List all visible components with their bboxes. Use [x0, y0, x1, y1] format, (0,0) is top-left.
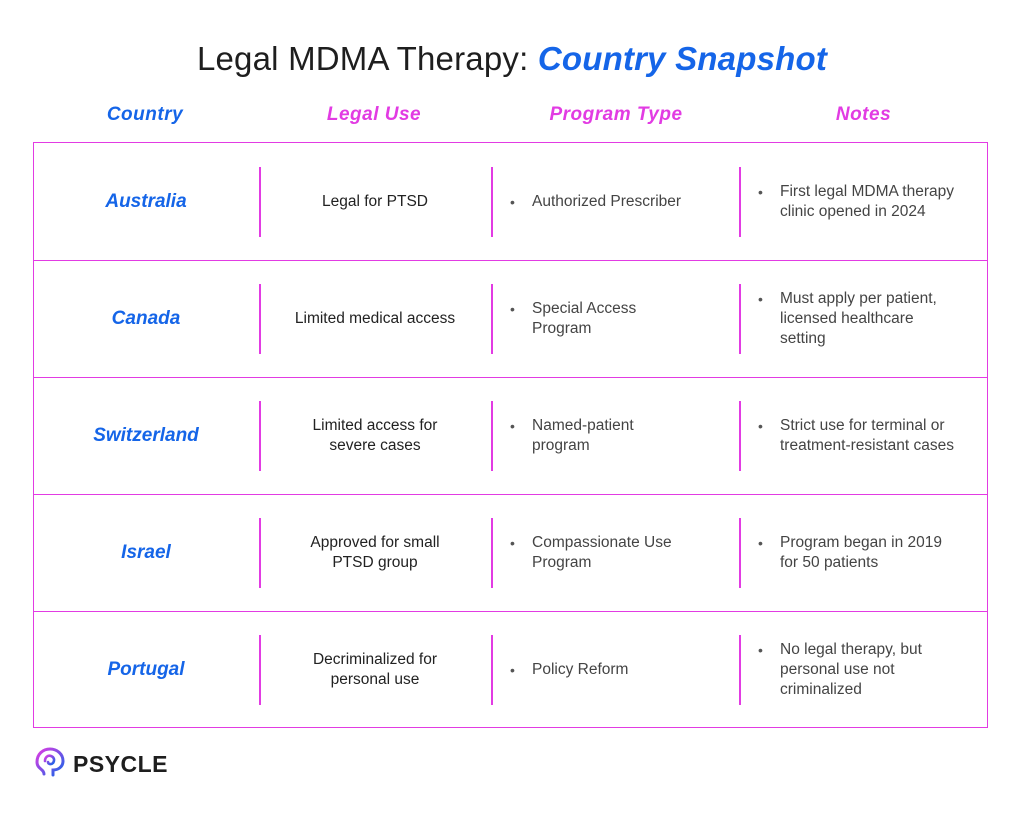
program-type-text: Policy Reform — [532, 660, 629, 678]
table-row: Switzerland Limited access for severe ca… — [34, 377, 987, 495]
column-divider — [259, 284, 261, 354]
column-divider — [259, 635, 261, 705]
bullet-icon: • — [758, 290, 763, 307]
country-cell: Portugal — [107, 658, 185, 680]
program-type-text: Named-patient program — [532, 416, 634, 454]
legal-use-cell: Legal for PTSD — [260, 143, 490, 260]
country-cell: Switzerland — [93, 424, 199, 446]
column-divider — [491, 401, 493, 471]
bullet-icon: • — [510, 193, 515, 210]
legal-use-text: Legal for PTSD — [322, 192, 428, 210]
column-divider — [259, 518, 261, 588]
column-divider — [491, 518, 493, 588]
bullet-icon: • — [758, 641, 763, 658]
program-type-text: Authorized Prescriber — [532, 192, 682, 210]
column-divider — [739, 518, 741, 588]
column-divider — [491, 167, 493, 237]
column-divider — [739, 635, 741, 705]
notes-cell: • Strict use for terminal or treatment-re… — [758, 377, 984, 494]
column-divider — [739, 284, 741, 354]
legal-use-cell: Approved for small PTSD group — [260, 494, 490, 611]
legal-use-cell: Decriminalized for personal use — [260, 611, 490, 728]
brain-logo-icon — [33, 745, 67, 784]
header-notes: Notes — [835, 104, 892, 125]
bullet-icon: • — [510, 534, 515, 551]
notes-cell: • No legal therapy, but personal use not … — [758, 611, 984, 728]
table-header: Country Legal Use Program Type Notes — [33, 104, 988, 134]
legal-use-text: Limited medical access — [294, 309, 456, 327]
notes-text: No legal therapy, but personal use not c… — [780, 640, 922, 698]
program-type-cell: • Authorized Prescriber — [510, 143, 735, 260]
program-type-cell: • Compassionate Use Program — [510, 494, 735, 611]
psycle-logo: PSYCLE — [33, 746, 168, 782]
column-divider — [739, 401, 741, 471]
title-accent: Country Snapshot — [537, 40, 828, 77]
column-divider — [739, 167, 741, 237]
bullet-icon: • — [758, 534, 763, 551]
bullet-icon: • — [758, 183, 763, 200]
logo-text: PSYCLE — [73, 750, 169, 777]
notes-text: First legal MDMA therapy clinic opened i… — [780, 182, 954, 220]
table-row: Portugal Decriminalized for personal use… — [34, 611, 987, 728]
program-type-cell: • Special Access Program — [510, 260, 735, 377]
country-cell: Canada — [111, 307, 181, 329]
program-type-text: Special Access Program — [532, 299, 637, 337]
bullet-icon: • — [758, 417, 763, 434]
notes-cell: • Must apply per patient, licensed health… — [758, 260, 984, 377]
legal-use-text: Limited access for severe cases — [312, 416, 438, 454]
notes-cell: • Program began in 2019 for 50 patients — [758, 494, 984, 611]
header-program-type: Program Type — [549, 104, 683, 125]
bullet-icon: • — [510, 417, 515, 434]
column-divider — [259, 167, 261, 237]
program-type-cell: • Policy Reform — [510, 611, 735, 728]
header-legal-use: Legal Use — [326, 104, 422, 125]
bullet-icon: • — [510, 661, 515, 678]
page-title: Legal MDMA Therapy: Country Snapshot — [0, 40, 1024, 78]
legal-use-text: Decriminalized for personal use — [312, 650, 438, 688]
table-row: Canada Limited medical access • Special A… — [34, 260, 987, 378]
legal-use-cell: Limited access for severe cases — [260, 377, 490, 494]
program-type-cell: • Named-patient program — [510, 377, 735, 494]
legal-use-cell: Limited medical access — [260, 260, 490, 377]
bullet-icon: • — [510, 300, 515, 317]
header-country: Country — [106, 104, 184, 125]
country-cell: Australia — [105, 190, 187, 212]
column-divider — [491, 635, 493, 705]
notes-cell: • First legal MDMA therapy clinic opened … — [758, 143, 984, 260]
program-type-text: Compassionate Use Program — [532, 533, 672, 571]
table-row: Australia Legal for PTSD • Authorized Pre… — [34, 143, 987, 261]
country-cell: Israel — [121, 541, 171, 563]
column-divider — [491, 284, 493, 354]
country-table: Australia Legal for PTSD • Authorized Pre… — [33, 142, 988, 728]
table-row: Israel Approved for small PTSD group • Co… — [34, 494, 987, 612]
notes-text: Must apply per patient, licensed healthc… — [780, 289, 937, 347]
column-divider — [259, 401, 261, 471]
title-plain: Legal MDMA Therapy: — [196, 40, 529, 77]
notes-text: Program began in 2019 for 50 patients — [780, 533, 943, 571]
notes-text: Strict use for terminal or treatment-res… — [780, 416, 955, 454]
legal-use-text: Approved for small PTSD group — [310, 533, 440, 571]
